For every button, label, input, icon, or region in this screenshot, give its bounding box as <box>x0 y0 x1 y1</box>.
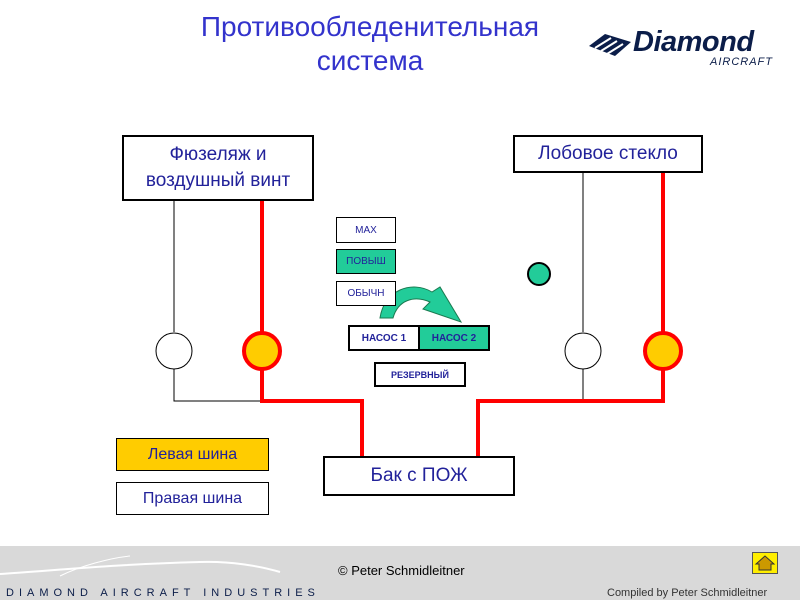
backup-button[interactable]: РЕЗЕРВНЫЙ <box>374 362 466 387</box>
fuselage-label-line-2: воздушный винт <box>145 170 291 191</box>
page-title: Противообледенительная система <box>150 10 590 78</box>
left-active-line-lower <box>260 369 364 456</box>
logo-word: Diamond <box>633 26 754 58</box>
mode-max-button[interactable]: MAX <box>336 217 396 243</box>
title-line-2: система <box>316 45 424 76</box>
footer-compiled-by: Compiled by Peter Schmidleitner <box>607 587 768 599</box>
windshield-box: Лобовое стекло <box>513 135 703 173</box>
right-valve-indicator-on <box>643 331 683 371</box>
pump-1-button[interactable]: НАСОС 1 <box>348 325 420 351</box>
aircraft-silhouette-icon <box>0 555 281 577</box>
home-icon <box>754 555 776 571</box>
left-valve-indicator-on <box>242 331 282 371</box>
fuselage-propeller-box: Фюзеляж и воздушный винт <box>122 135 314 201</box>
diamond-logo: Diamond AIRCRAFT <box>585 24 785 74</box>
logo-subtitle: AIRCRAFT <box>710 56 773 68</box>
fuselage-label-line-1: Фюзеляж и <box>169 144 267 165</box>
diamond-logo-icon <box>589 34 631 56</box>
title-line-1: Противообледенительная <box>200 11 540 42</box>
footer-bar <box>0 546 800 600</box>
left-inactive-line-lower <box>173 369 262 402</box>
mode-high-button[interactable]: ПОВЫШ <box>336 249 396 274</box>
fluid-tank-box: Бак с ПОЖ <box>323 456 515 496</box>
pump-2-button[interactable]: НАСОС 2 <box>418 325 490 351</box>
footer-copyright: © Peter Schmidleitner <box>338 563 465 578</box>
home-button[interactable] <box>752 552 778 574</box>
right-inactive-line-lower <box>582 369 663 402</box>
left-bus-button[interactable]: Левая шина <box>116 438 269 471</box>
right-bus-button[interactable]: Правая шина <box>116 482 269 515</box>
left-valve-indicator-off <box>155 332 193 370</box>
right-valve-indicator-off <box>564 332 602 370</box>
right-active-line-lower <box>476 369 665 456</box>
mode-normal-button[interactable]: ОБЫЧН <box>336 281 396 306</box>
footer-company: DIAMOND AIRCRAFT INDUSTRIES <box>6 587 320 599</box>
status-indicator-light <box>527 262 551 286</box>
